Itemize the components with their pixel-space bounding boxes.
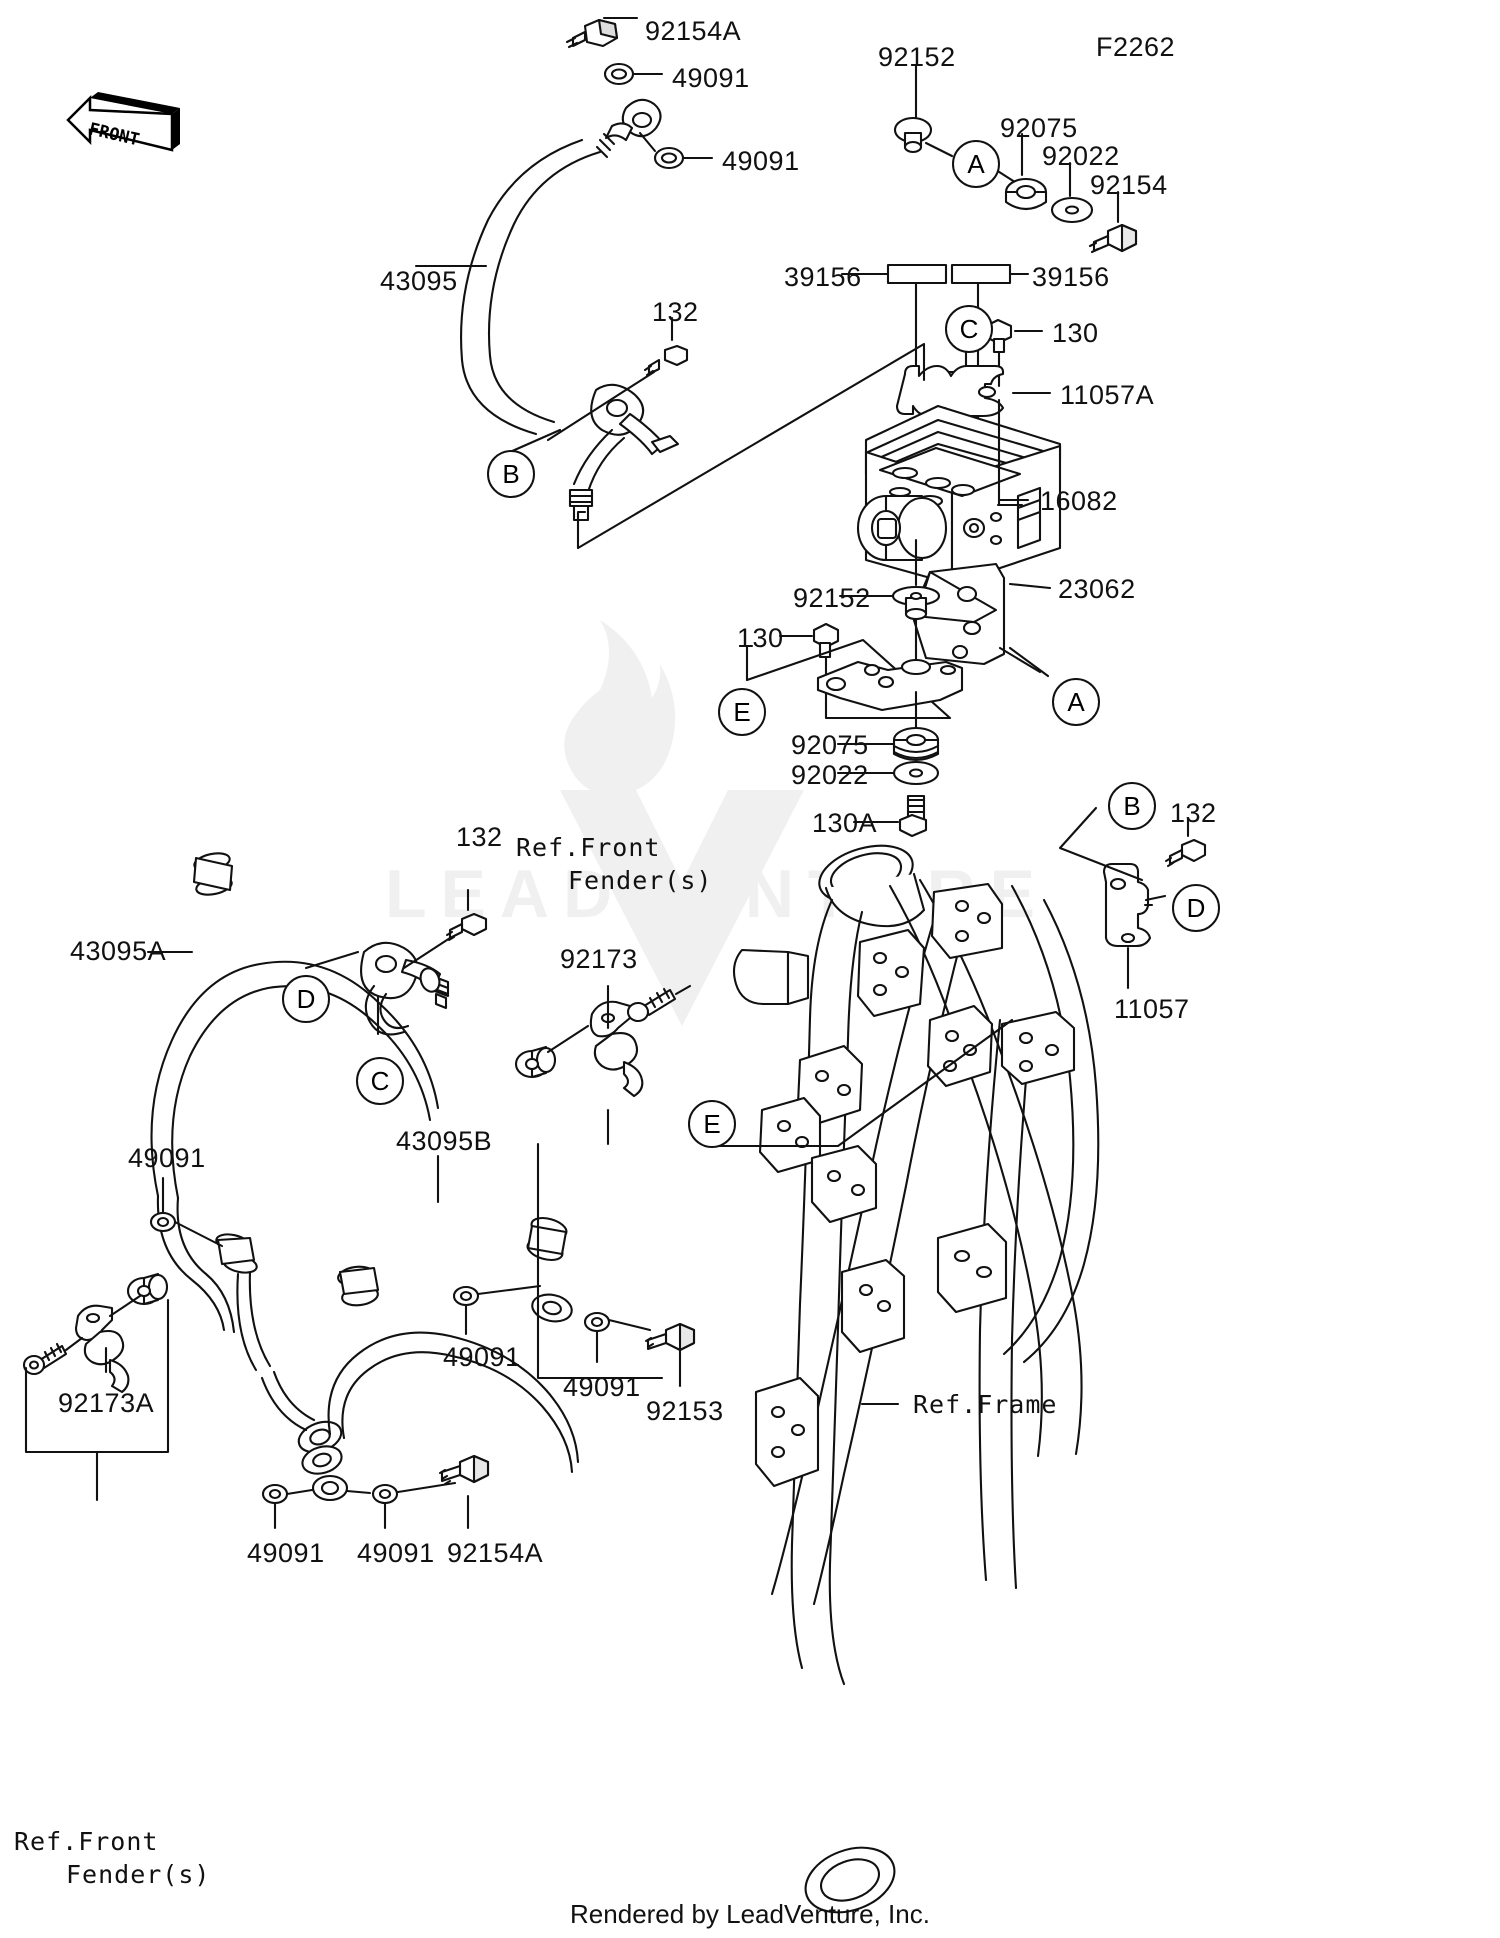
- callout-11057a[interactable]: 11057A: [1060, 380, 1155, 410]
- marker-b-upper[interactable]: B: [487, 450, 535, 498]
- callout-130a[interactable]: 130A: [812, 808, 878, 838]
- callout-43095[interactable]: 43095: [380, 266, 458, 296]
- diagram-code: F2262: [1096, 32, 1176, 62]
- callout-92154a-top[interactable]: 92154A: [645, 16, 742, 46]
- callout-39156-left[interactable]: 39156: [784, 262, 862, 292]
- watermark-text: LEADVENTURE: [385, 856, 1050, 932]
- marker-e-lower[interactable]: E: [688, 1100, 736, 1148]
- callout-92152-top[interactable]: 92152: [878, 42, 956, 72]
- callout-16082[interactable]: 16082: [1040, 486, 1118, 516]
- callout-130-upper[interactable]: 130: [1052, 318, 1099, 348]
- callout-92022-top[interactable]: 92022: [1042, 141, 1120, 171]
- callout-92154-top[interactable]: 92154: [1090, 170, 1168, 200]
- callout-49091-left[interactable]: 49091: [128, 1143, 206, 1173]
- callout-49091-bot2[interactable]: 49091: [357, 1538, 435, 1568]
- callout-49091-mid2[interactable]: 49091: [563, 1372, 641, 1402]
- callout-49091-bot1[interactable]: 49091: [247, 1538, 325, 1568]
- callout-132-right[interactable]: 132: [1170, 798, 1217, 828]
- callout-11057[interactable]: 11057: [1114, 994, 1190, 1024]
- callout-92075-top[interactable]: 92075: [1000, 113, 1078, 143]
- marker-e-upper[interactable]: E: [718, 688, 766, 736]
- callout-92173[interactable]: 92173: [560, 944, 638, 974]
- marker-c-left[interactable]: C: [356, 1057, 404, 1105]
- front-arrow-icon: FRONT: [66, 92, 180, 152]
- callout-39156-right[interactable]: 39156: [1032, 262, 1110, 292]
- ref-front-fender-upper: Ref.Front Fender(s): [516, 833, 713, 895]
- marker-b-right[interactable]: B: [1108, 782, 1156, 830]
- callout-43095b[interactable]: 43095B: [396, 1126, 493, 1156]
- callout-132-upper[interactable]: 132: [652, 297, 699, 327]
- callout-92154a-bot[interactable]: 92154A: [447, 1538, 544, 1568]
- marker-a-lower[interactable]: A: [1052, 678, 1100, 726]
- callout-92022-lower[interactable]: 92022: [791, 760, 869, 790]
- callout-49091-mid1[interactable]: 49091: [443, 1342, 521, 1372]
- callout-49091-top1[interactable]: 49091: [672, 63, 750, 93]
- callout-43095a[interactable]: 43095A: [70, 936, 167, 966]
- callout-92153[interactable]: 92153: [646, 1396, 724, 1426]
- callout-132-mid[interactable]: 132: [456, 822, 503, 852]
- marker-d-right[interactable]: D: [1172, 884, 1220, 932]
- ref-front-fender-lower: Ref.Front Fender(s): [14, 1827, 211, 1889]
- callout-23062[interactable]: 23062: [1058, 574, 1136, 604]
- footer-credit: Rendered by LeadVenture, Inc.: [570, 1899, 930, 1929]
- callout-130-lower[interactable]: 130: [737, 623, 784, 653]
- callout-92173a[interactable]: 92173A: [58, 1388, 155, 1418]
- callout-92152-lower[interactable]: 92152: [793, 583, 871, 613]
- marker-c-upper[interactable]: C: [945, 305, 993, 353]
- marker-d-left[interactable]: D: [282, 975, 330, 1023]
- callout-92075-lower[interactable]: 92075: [791, 730, 869, 760]
- callout-49091-top2[interactable]: 49091: [722, 146, 800, 176]
- ref-frame: Ref.Frame: [913, 1390, 1058, 1419]
- marker-a-top[interactable]: A: [952, 140, 1000, 188]
